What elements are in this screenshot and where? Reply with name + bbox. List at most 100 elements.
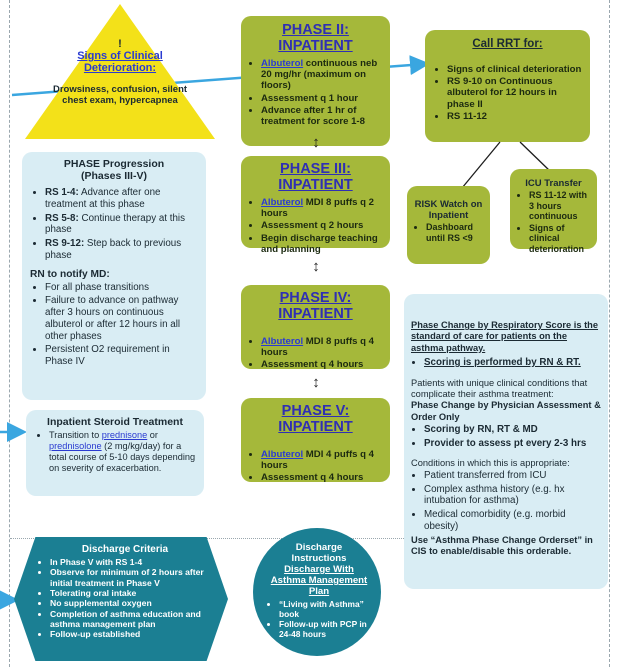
- risk-list: Dashboard until RS <9: [412, 222, 485, 243]
- discharge-criteria-item: Completion of asthma education and asthm…: [50, 609, 212, 630]
- scoring-list: Scoring is performed by RN & RT.: [411, 357, 602, 369]
- phase-2-item: Assessment q 1 hour: [261, 93, 384, 104]
- risk-item: Dashboard until RS <9: [426, 222, 485, 243]
- icu-list: RS 11-12 with 3 hours continuous Signs o…: [515, 190, 592, 254]
- lane-divider-right: [609, 0, 610, 667]
- phase-3-item: Albuterol MDI 8 puffs q 2 hours: [261, 197, 384, 219]
- phase-5-box: PHASE V: INPATIENT Albuterol MDI 4 puffs…: [241, 398, 390, 484]
- phase-2-item: Albuterol continuous neb 20 mg/hr (maxim…: [261, 58, 384, 92]
- steroid-list: Transition to prednisone or prednisolone…: [34, 430, 196, 474]
- warning-body: Drowsiness, confusion, silent chest exam…: [52, 84, 188, 107]
- phase-2-title[interactable]: PHASE II: INPATIENT: [278, 22, 353, 54]
- rrt-item: RS 11-12: [447, 111, 582, 122]
- discharge-instructions-item: Follow-up with PCP in 24-48 hours: [279, 619, 371, 639]
- phase-3-item: Begin discharge teaching and planning: [261, 233, 384, 255]
- phase-4-title[interactable]: PHASE IV: INPATIENT: [278, 290, 353, 322]
- warning-exclaim: !: [118, 38, 122, 50]
- icu-item: Signs of clinical deterioration: [529, 223, 592, 255]
- notify-title: RN to notify MD:: [30, 268, 110, 280]
- discharge-criteria-list: In Phase V with RS 1-4 Observe for minim…: [38, 557, 212, 640]
- updown-arrow-icon: ↕: [312, 258, 320, 275]
- phase-change-intro: Patients with unique clinical conditions…: [411, 377, 588, 400]
- physician-title: Phase Change by Physician Assessment & O…: [411, 400, 601, 422]
- rrt-list: Signs of clinical deterioration RS 9-10 …: [433, 64, 582, 122]
- steroid-item: Transition to prednisone or prednisolone…: [49, 430, 196, 474]
- albuterol-link[interactable]: Albuterol: [261, 336, 304, 347]
- discharge-criteria-box: Discharge Criteria In Phase V with RS 1-…: [14, 537, 228, 661]
- albuterol-link[interactable]: Albuterol: [261, 449, 304, 460]
- discharge-criteria-item: Observe for minimum of 2 hours after ini…: [50, 567, 212, 588]
- phase-2-item: Advance after 1 hr of treatment for scor…: [261, 105, 384, 127]
- conditions-list: Patient transferred from ICU Complex ast…: [411, 470, 602, 533]
- physician-list: Scoring by RN, RT & MD Provider to asses…: [411, 424, 602, 450]
- updown-arrow-icon: ↕: [312, 134, 320, 151]
- phase-3-box: PHASE III: INPATIENT Albuterol MDI 8 puf…: [241, 156, 390, 255]
- progression-subtitle: (Phases III-V): [81, 170, 147, 182]
- discharge-criteria-item: In Phase V with RS 1-4: [50, 557, 212, 567]
- icu-transfer-box: ICU Transfer RS 11-12 with 3 hours conti…: [510, 169, 597, 254]
- discharge-instructions-item: “Living with Asthma” book: [279, 599, 371, 619]
- phase-progression-box: PHASE Progression (Phases III-V) RS 1-4:…: [22, 152, 206, 400]
- prednisone-link[interactable]: prednisone: [101, 430, 148, 440]
- phase-4-item: Assessment q 4 hours: [261, 359, 384, 370]
- discharge-criteria-item: No supplemental oxygen: [50, 598, 212, 608]
- warning-triangle: ! Signs of Clinical Deterioration: Drows…: [25, 4, 215, 139]
- lane-divider-left: [9, 0, 10, 667]
- discharge-instructions-title2: Instructions: [291, 553, 347, 564]
- phase-4-list: Albuterol MDI 8 puffs q 4 hours Assessme…: [247, 336, 384, 371]
- risk-watch-box: RISK Watch on Inpatient Dashboard until …: [407, 186, 490, 264]
- warning-title-line2[interactable]: Deterioration:: [83, 62, 157, 74]
- phase-3-title[interactable]: PHASE III: INPATIENT: [278, 161, 353, 193]
- phase-2-list: Albuterol continuous neb 20 mg/hr (maxim…: [247, 58, 384, 127]
- steroid-title: Inpatient Steroid Treatment: [47, 416, 183, 428]
- warning-triangle-shape: [25, 4, 215, 139]
- condition-item: Complex asthma history (e.g. hx intubati…: [424, 484, 602, 508]
- phase-4-item: Albuterol MDI 8 puffs q 4 hours: [261, 336, 384, 358]
- phase-2-box: PHASE II: INPATIENT Albuterol continuous…: [241, 16, 390, 146]
- icu-item: RS 11-12 with 3 hours continuous: [529, 190, 592, 222]
- phase-4-box: PHASE IV: INPATIENT Albuterol MDI 8 puff…: [241, 285, 390, 371]
- phase-5-list: Albuterol MDI 4 puffs q 4 hours Assessme…: [247, 449, 384, 484]
- warning-title-line1[interactable]: Signs of Clinical: [77, 50, 163, 62]
- prednisolone-link[interactable]: prednisolone: [49, 441, 102, 452]
- physician-item: Scoring by RN, RT & MD: [424, 424, 602, 436]
- risk-title: RISK Watch on Inpatient: [414, 199, 483, 221]
- discharge-criteria-title: Discharge Criteria: [81, 544, 169, 555]
- notify-item: Persistent O2 requirement in Phase IV: [45, 344, 198, 368]
- phase-change-box: Phase Change by Respiratory Score is the…: [404, 294, 608, 589]
- phase-5-title[interactable]: PHASE V: INPATIENT: [278, 403, 353, 435]
- discharge-instructions-subtitle: Discharge With Asthma Management Plan: [270, 564, 368, 598]
- phase-5-item: Assessment q 4 hours: [261, 472, 384, 483]
- notify-item: For all phase transitions: [45, 282, 198, 294]
- progression-list: RS 1-4: Advance after one treatment at t…: [30, 187, 198, 262]
- orderset-note: Use “Asthma Phase Change Orderset” in CI…: [411, 534, 593, 556]
- discharge-instructions-circle: Discharge Instructions Discharge With As…: [253, 528, 381, 656]
- physician-item: Provider to assess pt every 2-3 hrs: [424, 438, 602, 450]
- discharge-instructions-list: “Living with Asthma” book Follow-up with…: [267, 599, 371, 639]
- condition-item: Medical comorbidity (e.g. morbid obesity…: [424, 509, 602, 533]
- albuterol-link[interactable]: Albuterol: [261, 197, 304, 208]
- progression-item: RS 5-8: Continue therapy at this phase: [45, 213, 198, 237]
- notify-item: Failure to advance on pathway after 3 ho…: [45, 295, 198, 342]
- call-rrt-box: Call RRT for: Signs of clinical deterior…: [425, 30, 590, 142]
- icu-title: ICU Transfer: [525, 178, 582, 189]
- steroid-box: Inpatient Steroid Treatment Transition t…: [26, 410, 204, 496]
- conditions-intro: Conditions in which this is appropriate:: [411, 457, 570, 468]
- progression-item: RS 1-4: Advance after one treatment at t…: [45, 187, 198, 211]
- phase-change-headline: Phase Change by Respiratory Score is the…: [411, 320, 599, 353]
- phase-5-item: Albuterol MDI 4 puffs q 4 hours: [261, 449, 384, 471]
- phase-3-list: Albuterol MDI 8 puffs q 2 hours Assessme…: [247, 197, 384, 255]
- progression-title: PHASE Progression: [63, 158, 165, 170]
- rrt-title: Call RRT for:: [472, 38, 543, 50]
- scoring-item: Scoring is performed by RN & RT.: [424, 357, 602, 369]
- phase-3-item: Assessment q 2 hours: [261, 220, 384, 231]
- updown-arrow-icon: ↕: [312, 374, 320, 391]
- discharge-criteria-item: Follow-up established: [50, 629, 212, 639]
- rrt-item: RS 9-10 on Continuous albuterol for 12 h…: [447, 76, 582, 110]
- condition-item: Patient transferred from ICU: [424, 470, 602, 482]
- progression-item: RS 9-12: Step back to previous phase: [45, 238, 198, 262]
- rrt-item: Signs of clinical deterioration: [447, 64, 582, 75]
- albuterol-link[interactable]: Albuterol: [261, 58, 304, 69]
- discharge-criteria-item: Tolerating oral intake: [50, 588, 212, 598]
